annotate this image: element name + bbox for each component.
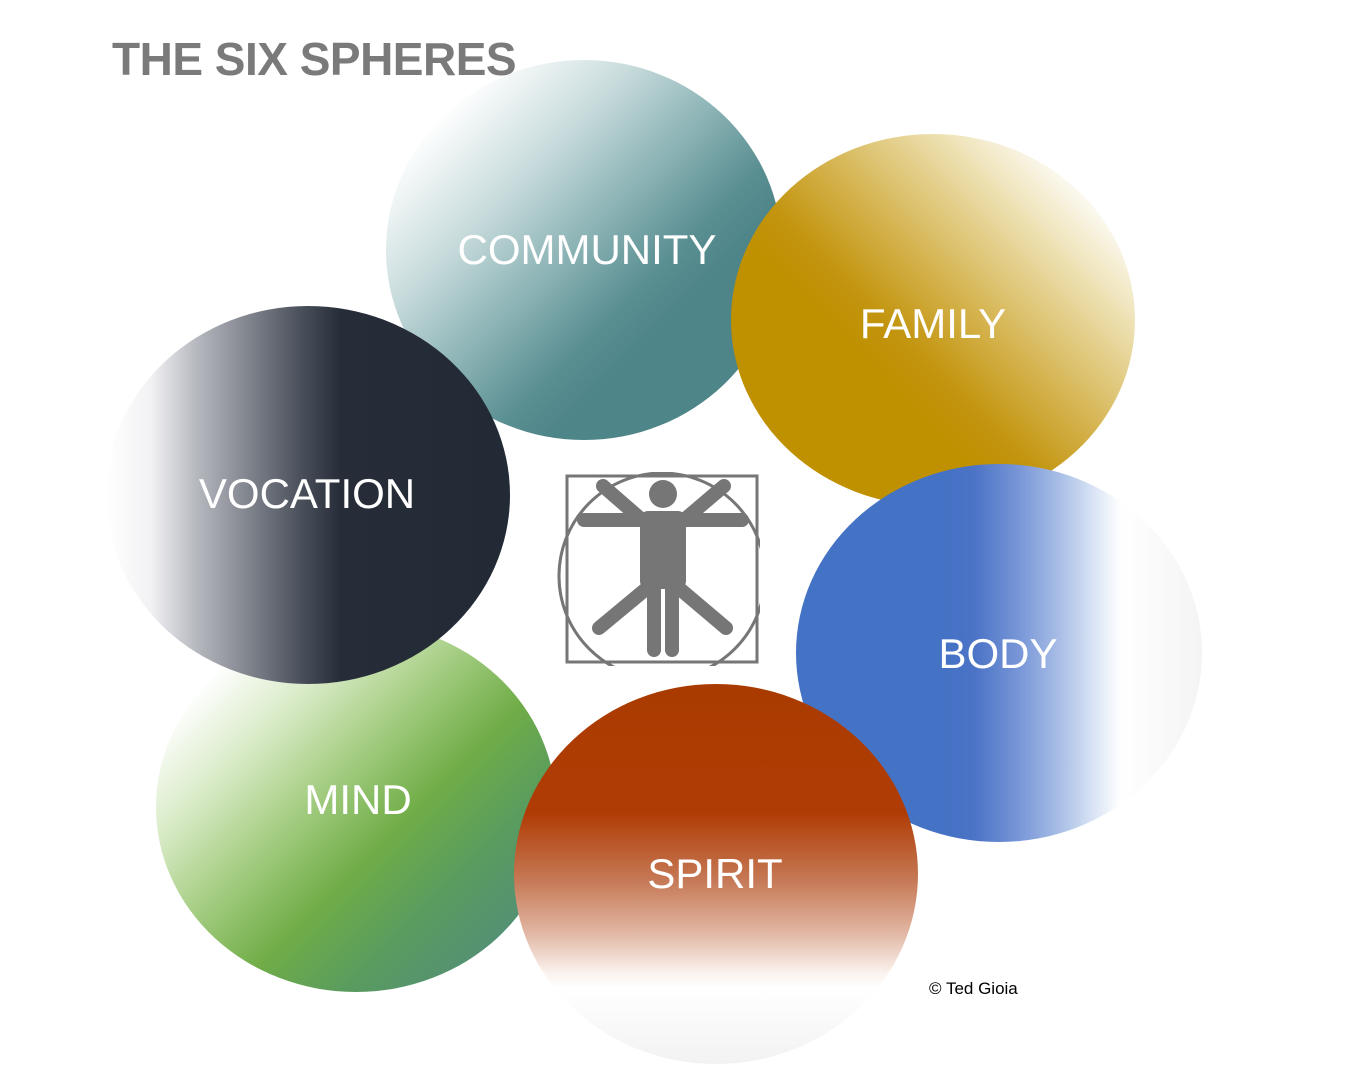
diagram-title: THE SIX SPHERES <box>112 33 517 85</box>
sphere-label-mind: MIND <box>304 776 412 823</box>
vitruvian-man-icon <box>557 472 760 666</box>
sphere-label-vocation: VOCATION <box>198 470 416 517</box>
sphere-spirit <box>514 684 918 1064</box>
sphere-label-family: FAMILY <box>859 300 1007 347</box>
sphere-label-spirit: SPIRIT <box>647 850 783 897</box>
sphere-mind <box>156 622 556 992</box>
sphere-vocation <box>106 306 510 684</box>
sphere-label-community: COMMUNITY <box>457 226 717 273</box>
sphere-label-body: BODY <box>938 630 1058 677</box>
sphere-family <box>731 134 1135 506</box>
copyright-notice: © Ted Gioia <box>929 979 1018 998</box>
